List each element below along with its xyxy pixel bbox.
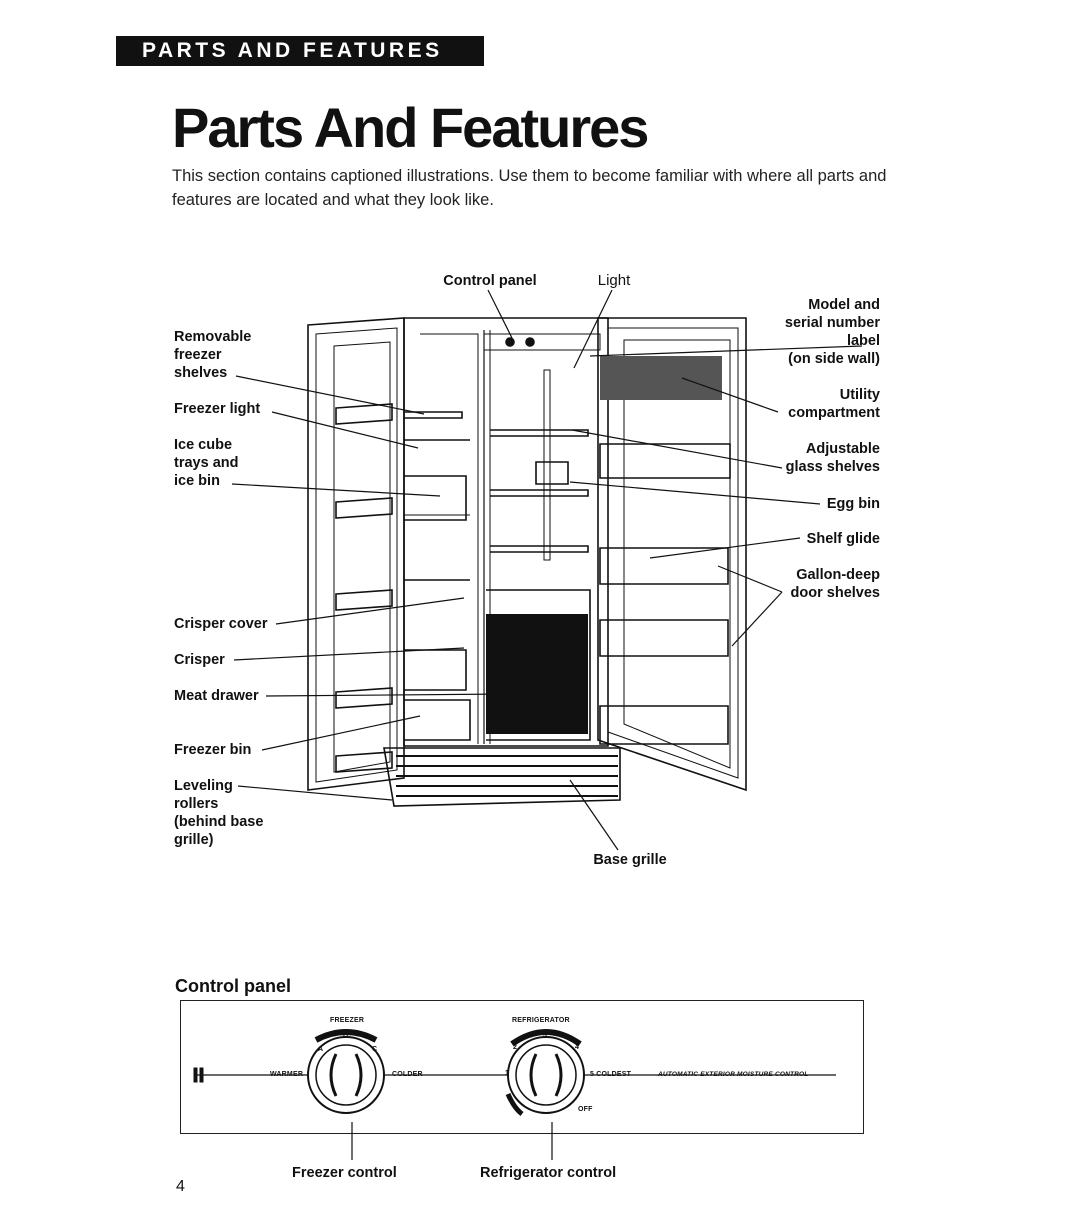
intro-paragraph: This section contains captioned illustra… xyxy=(172,167,887,209)
off-label: OFF xyxy=(578,1106,593,1113)
label-shelf-glide: Shelf glide xyxy=(806,531,880,547)
page-number: 4 xyxy=(176,1178,185,1195)
label-gallon-deep-door-shelves: Gallon-deep door shelves xyxy=(790,567,880,601)
fridge-mark-1: 1 xyxy=(505,1070,510,1077)
label-crisper-cover: Crisper cover xyxy=(174,616,268,632)
label-adjustable-glass-shelves: Adjustable glass shelves xyxy=(785,441,880,475)
label-meat-drawer: Meat drawer xyxy=(174,688,259,704)
control-panel-heading: Control panel xyxy=(175,976,291,996)
freezer-control-caption: Freezer control xyxy=(292,1165,397,1181)
label-crisper: Crisper xyxy=(174,652,225,668)
label-control-panel: Control panel xyxy=(443,273,537,289)
freezer-mark-c: C xyxy=(372,1046,378,1053)
control-panel-box xyxy=(180,1000,864,1134)
label-removable-freezer-shelves: Removable freezer shelves xyxy=(174,329,252,381)
freezer-mark-a: A xyxy=(318,1046,324,1053)
label-base-grille: Base grille xyxy=(593,852,667,868)
moisture-control-label: AUTOMATIC EXTERIOR MOISTURE CONTROL xyxy=(658,1071,809,1078)
freezer-mark-b: B xyxy=(343,1032,349,1039)
label-utility-compartment: Utility compartment xyxy=(788,387,880,421)
page-title: Parts And Features xyxy=(172,96,649,159)
label-egg-bin: Egg bin xyxy=(826,496,880,512)
refrigerator-control-caption: Refrigerator control xyxy=(480,1165,617,1181)
label-light: Light xyxy=(597,272,631,289)
fridge-mark-4: 4 xyxy=(575,1044,580,1051)
section-banner: PARTS AND FEATURES xyxy=(116,36,484,66)
warmer-label: WARMER xyxy=(270,1071,304,1078)
refrigerator-dial[interactable] xyxy=(507,1036,585,1114)
coldest-label: 5 COLDEST xyxy=(590,1071,632,1078)
freezer-dial-label: FREEZER xyxy=(330,1017,365,1024)
freezer-dial[interactable] xyxy=(307,1036,385,1114)
colder-label: COLDER xyxy=(392,1071,423,1078)
label-leveling-rollers: Leveling rollers (behind base grille) xyxy=(174,778,264,848)
fridge-mark-2: 2 xyxy=(513,1044,518,1051)
label-freezer-bin: Freezer bin xyxy=(174,742,252,758)
label-ice-cube-trays: Ice cube trays and ice bin xyxy=(174,437,239,489)
fridge-mark-3: 3 xyxy=(543,1032,548,1039)
label-freezer-light: Freezer light xyxy=(174,401,261,417)
label-model-serial: Model and serial number label (on side w… xyxy=(784,297,880,367)
refrigerator-dial-label: REFRIGERATOR xyxy=(512,1017,570,1024)
